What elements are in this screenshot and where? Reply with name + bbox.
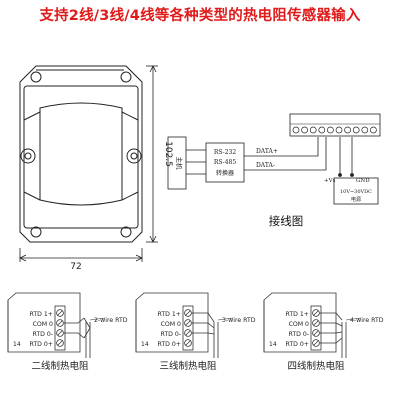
terminal-rtd1p-label: RTD 1+	[30, 311, 53, 318]
width-label: 72	[70, 262, 81, 272]
terminal-screw	[292, 126, 300, 134]
data-minus-label: DATA-	[256, 162, 275, 169]
terminal-screw	[318, 126, 326, 134]
terminal-com0-label: COM 0	[33, 321, 53, 328]
width-dimension	[19, 248, 143, 262]
terminal-screw	[327, 126, 334, 134]
rtd-panel: RTD 1+ COM 0 RTD 0- RTD 0+ 14 2-wire RTD 二线制热电…	[7, 292, 128, 372]
host-label: 主机	[175, 157, 184, 171]
power-supply	[333, 137, 379, 205]
rtd-wire-label: 4-wire RTD	[350, 317, 384, 324]
rtd-caption: 三线制热电阻	[159, 360, 217, 372]
terminal-screw	[370, 126, 377, 134]
terminal-screw	[361, 126, 369, 134]
terminal-screw	[335, 126, 343, 134]
headline: 支持2线/3线/4线等各种类型的热电阻传感器输入	[39, 8, 361, 24]
pin-number-label: 14	[269, 341, 277, 348]
host-box: 主机	[167, 136, 187, 190]
terminal-com0-label: COM 0	[161, 321, 181, 328]
terminal-rtd0m-label: RTD 0-	[160, 331, 181, 338]
terminal-screw	[344, 126, 351, 134]
terminal-rtd0p-label: RTD 0+	[30, 341, 53, 348]
pin-number-label: 14	[141, 341, 149, 348]
terminal-screw	[352, 126, 360, 134]
power-line1: 10V~30VDC	[340, 189, 372, 195]
terminal-rtd1p-label: RTD 1+	[158, 311, 181, 318]
vs-label: +Vs	[324, 178, 336, 184]
wiring-title: 接线图	[269, 214, 304, 228]
rtd-wire-label: 2-wire RTD	[94, 317, 128, 324]
converter-line3: 转换器	[216, 169, 234, 177]
rtd-caption: 二线制热电阻	[31, 360, 89, 372]
pin-number-label: 14	[13, 341, 21, 348]
terminal-rtd0p-label: RTD 0+	[286, 341, 309, 348]
converter-box: RS-232 RS-485 转换器	[205, 142, 245, 183]
terminal-rtd0m-label: RTD 0-	[32, 331, 53, 338]
rtd-panel: RTD 1+ COM 0 RTD 0- RTD 0+ 14 4-wire RTD 四线制热电…	[263, 292, 384, 372]
data-plus-label: DATA+	[256, 148, 278, 155]
converter-line1: RS-232	[214, 149, 237, 156]
terminal-screw	[301, 126, 308, 134]
rtd-panel: RTD 1+ COM 0 RTD 0- RTD 0+ 14 3-wire RTD 三线制热电…	[135, 292, 256, 372]
gnd-label: GND	[356, 178, 370, 184]
height-dimension	[146, 65, 158, 243]
terminal-rtd0p-label: RTD 0+	[158, 341, 181, 348]
terminal-rtd1p-label: RTD 1+	[286, 311, 309, 318]
terminal-screw	[309, 126, 317, 134]
data-bus	[244, 137, 327, 171]
terminal-rtd0m-label: RTD 0-	[288, 331, 309, 338]
power-line2: 电源	[351, 196, 361, 203]
rtd-caption: 四线制热电阻	[287, 360, 345, 372]
rtd-wire-label: 3-wire RTD	[222, 317, 256, 324]
converter-line2: RS-485	[214, 159, 237, 166]
terminal-block-top	[289, 113, 381, 137]
terminal-com0-label: COM 0	[289, 321, 309, 328]
module-drawing	[19, 65, 143, 243]
